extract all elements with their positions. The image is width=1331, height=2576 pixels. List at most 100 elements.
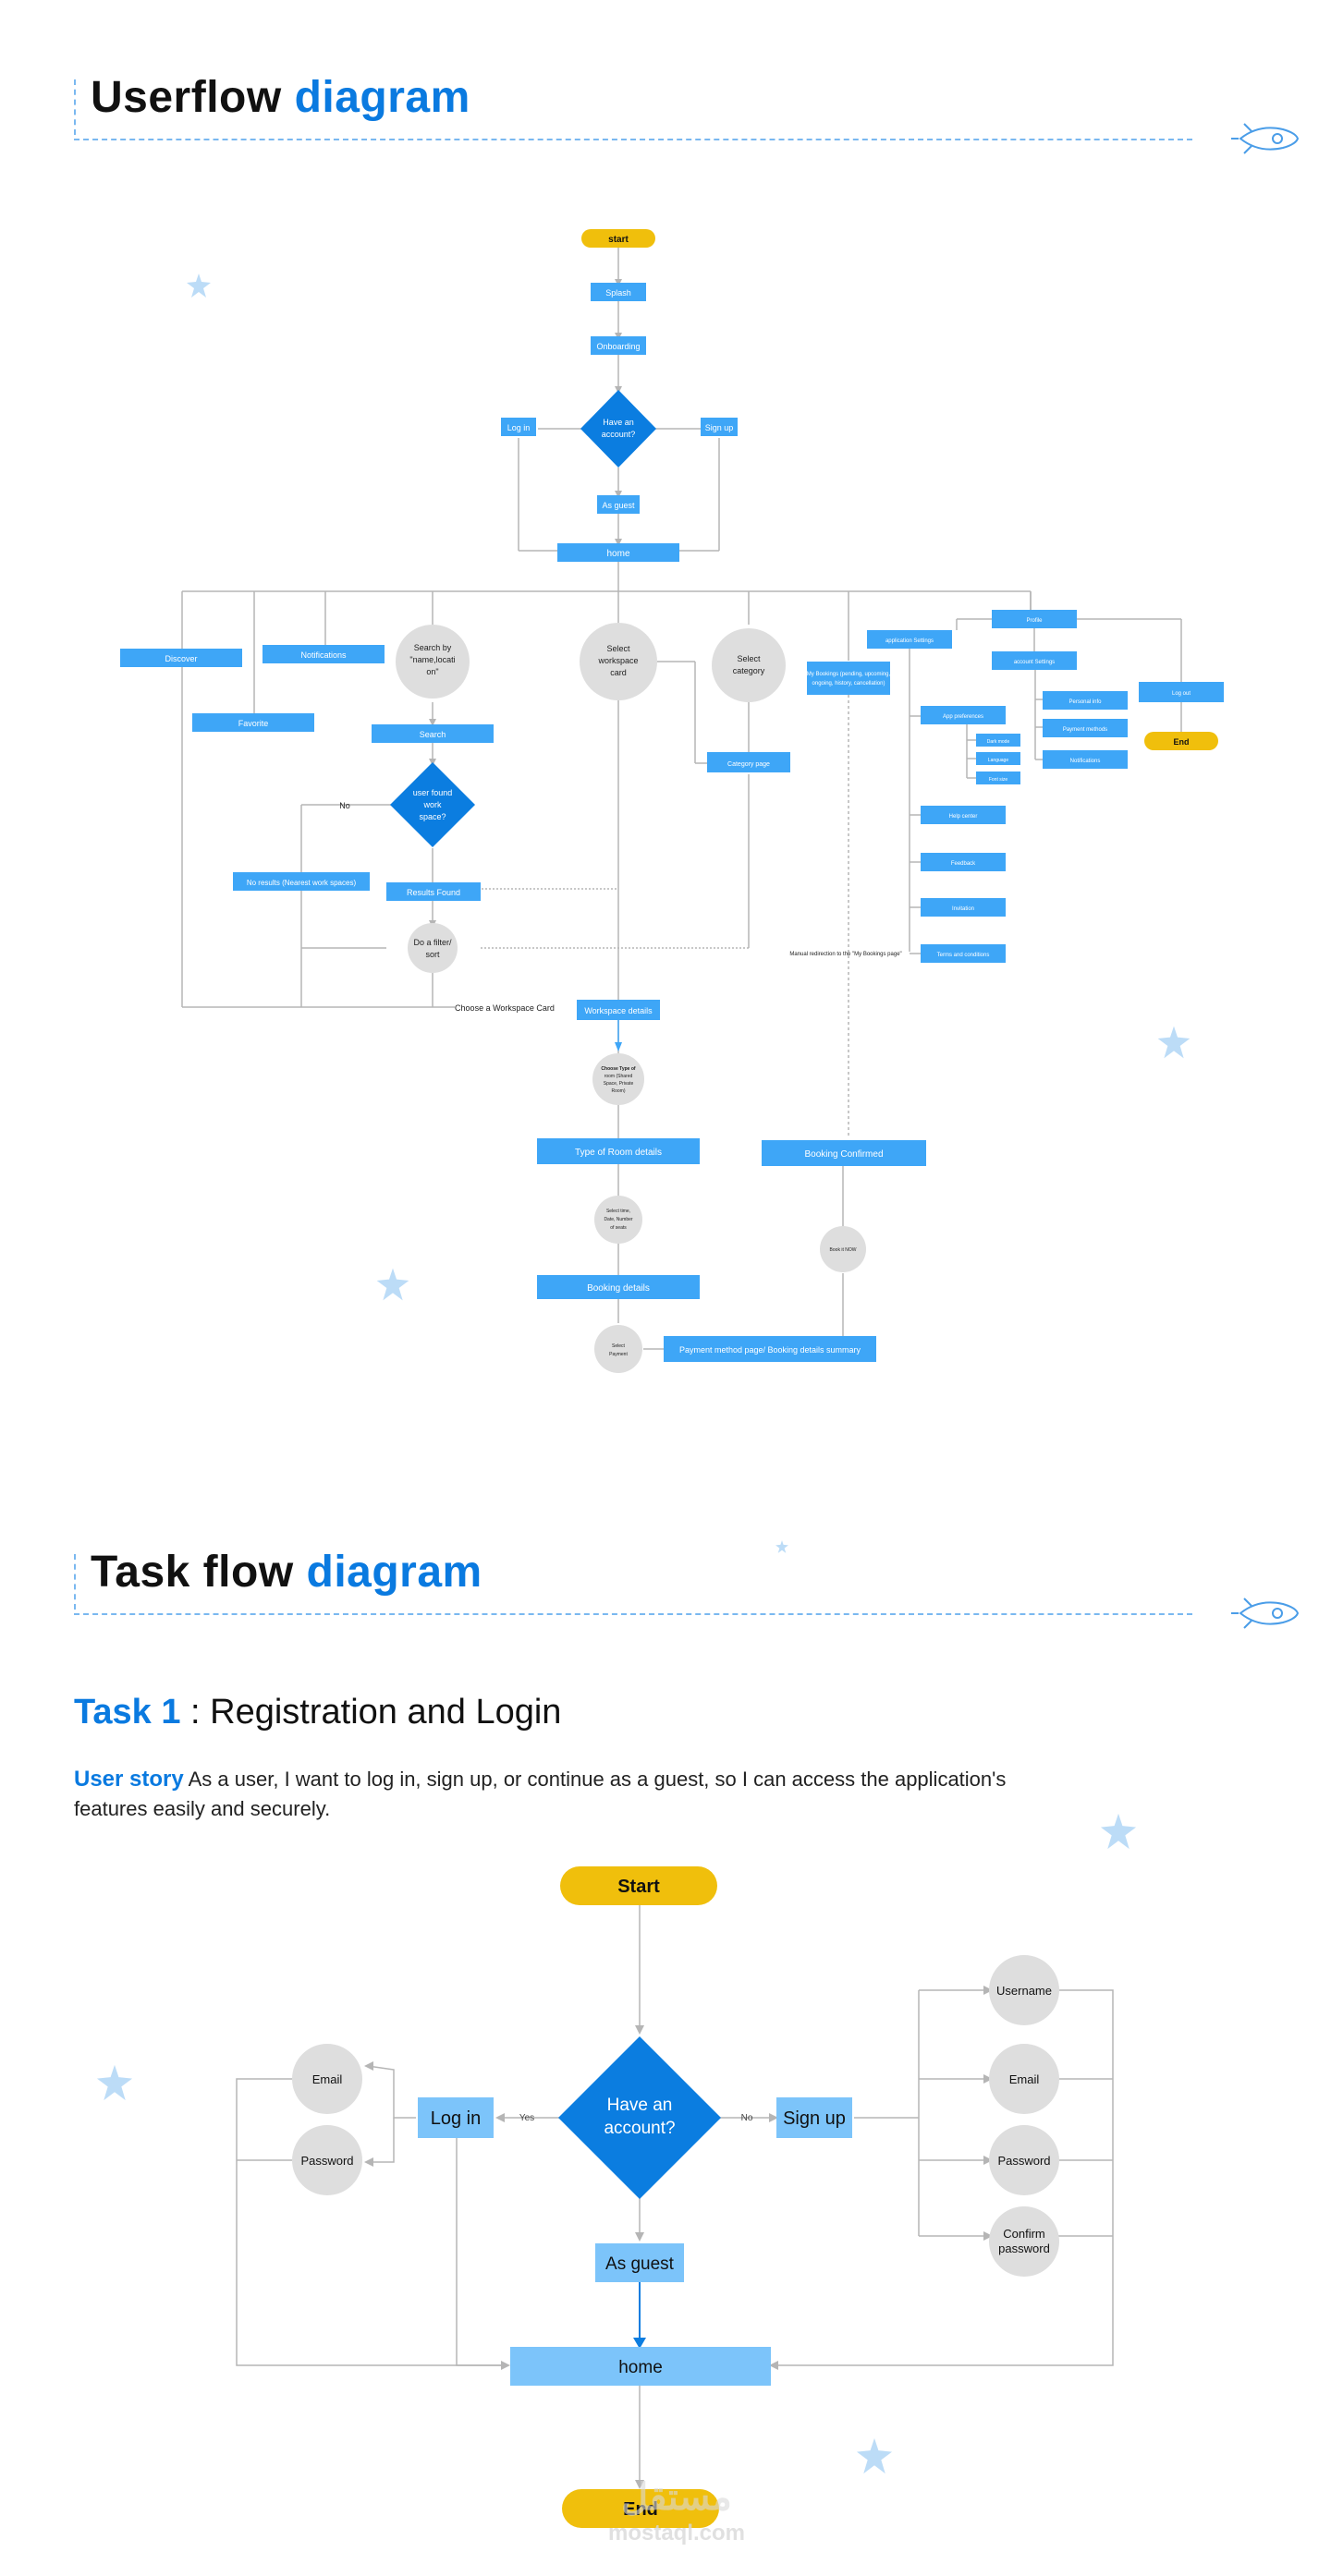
- uf-no-results-node: [233, 872, 370, 891]
- uf-feedback-node: [921, 853, 1006, 871]
- uf-invitation-label: Invitation: [952, 906, 974, 912]
- uf-home-label: home: [606, 549, 629, 559]
- uf-user-found-diamond: [390, 762, 475, 847]
- uf-account-settings-label: account Settings: [1014, 660, 1055, 665]
- uf-payment-summary-label: Payment method page/ Booking details sum…: [679, 1345, 861, 1355]
- uf-workspace-details-node: [577, 1000, 660, 1020]
- uf-favorite-node: [192, 713, 314, 732]
- uf-choose-room-line2: room (Shared: [604, 1074, 633, 1079]
- uf-select-time-circle: [594, 1196, 642, 1244]
- tf-username-label: Username: [996, 1984, 1052, 1998]
- task-name: : Registration and Login: [180, 1693, 562, 1732]
- uf-signup-node: [701, 418, 738, 436]
- uf-select-workspace-line2: workspace: [597, 656, 638, 665]
- uf-filter-line2: sort: [425, 950, 440, 959]
- user-story: User story As a user, I want to log in, …: [74, 1765, 1183, 1824]
- taskflow-diagram: Start Have an account? Yes No Log in Sig…: [236, 1866, 1114, 2528]
- tf-end-label: End: [623, 2499, 658, 2520]
- tf-guest-node: [595, 2243, 684, 2282]
- story-line1: As a user, I want to log in, sign up, or…: [183, 1768, 1007, 1791]
- uf-help-center-label: Help center: [949, 814, 978, 820]
- uf-payment-methods-node: [1043, 719, 1128, 737]
- uf-type-room-details-node: [537, 1138, 700, 1164]
- uf-font-size-node: [976, 772, 1020, 784]
- userflow-title-a: Userflow: [91, 73, 282, 122]
- uf-my-bookings-node: [807, 662, 890, 695]
- uf-my-bookings-line1: My Bookings (pending, upcoming,: [807, 672, 891, 677]
- uf-book-now-label: Book it NOW: [830, 1247, 857, 1253]
- header-tick-1: [74, 79, 78, 135]
- uf-search-by-line3: on": [426, 667, 438, 676]
- uf-filter-circle: [408, 923, 458, 973]
- uf-language-label: Language: [988, 758, 1008, 763]
- uf-select-workspace-line1: Select: [606, 644, 630, 653]
- uf-terms-label: Terms and conditions: [937, 953, 990, 958]
- star-icon: [187, 273, 211, 298]
- userflow-diagram: start Splash Onboarding Have an account?…: [120, 229, 1224, 1373]
- uf-book-now-circle: [820, 1226, 866, 1272]
- tf-email-right-label: Email: [1009, 2072, 1040, 2086]
- uf-guest-node: [597, 495, 640, 514]
- uf-onboarding-node: [591, 336, 646, 355]
- uf-have-account-line2: account?: [602, 430, 636, 439]
- uf-select-category-line2: category: [733, 666, 765, 675]
- uf-select-time-line1: Select time,: [606, 1209, 630, 1214]
- uf-choose-room-circle: [592, 1053, 644, 1105]
- uf-no-results-label: No results (Nearest work spaces): [247, 879, 357, 887]
- tf-end-node: [562, 2489, 719, 2528]
- uf-notifications-label: Notifications: [300, 650, 347, 660]
- uf-user-found-line2: work: [422, 800, 442, 809]
- tf-confirm-password-circle: [989, 2206, 1059, 2277]
- tf-password-right-label: Password: [997, 2154, 1050, 2168]
- uf-select-workspace-circle: [580, 623, 657, 700]
- uf-help-center-node: [921, 806, 1006, 824]
- uf-choose-room-line4: Room): [611, 1088, 625, 1094]
- uf-search-by-line2: "name,locati: [409, 655, 455, 664]
- uf-dark-mode-node: [976, 734, 1020, 747]
- uf-favorite-label: Favorite: [238, 719, 269, 728]
- uf-personal-info-label: Personal info: [1068, 699, 1102, 705]
- tf-have-account-diamond: [558, 2036, 721, 2199]
- uf-select-category-circle: [712, 628, 786, 702]
- uf-have-account-diamond: [580, 390, 656, 468]
- uf-start-node: [581, 229, 655, 248]
- tf-confirm-password-line1: Confirm: [1003, 2227, 1045, 2241]
- uf-search-label: Search: [420, 730, 446, 739]
- uf-search-by-line1: Search by: [414, 643, 452, 652]
- header-dash-2: [74, 1613, 1192, 1615]
- uf-choose-room-line1: Choose Type of: [601, 1066, 635, 1072]
- uf-invitation-node: [921, 898, 1006, 917]
- userflow-title-b: diagram: [294, 73, 470, 122]
- uf-search-node: [372, 724, 494, 743]
- story-line2: features easily and securely.: [74, 1797, 331, 1820]
- uf-discover-node: [120, 649, 242, 667]
- uf-booking-details-node: [537, 1275, 700, 1299]
- uf-select-payment-line2: Payment: [609, 1352, 628, 1357]
- uf-onboarding-label: Onboarding: [596, 342, 640, 351]
- uf-splash-label: Splash: [605, 288, 631, 298]
- uf-app-settings-node: [867, 630, 952, 649]
- uf-user-found-line3: space?: [419, 812, 446, 821]
- tf-password-right-circle: [989, 2125, 1059, 2195]
- tf-home-label: home: [618, 2358, 663, 2377]
- uf-signup-label: Sign up: [705, 423, 734, 432]
- tf-have-account-line1: Have an: [607, 2096, 673, 2115]
- uf-no-label: No: [339, 801, 350, 810]
- watermark-site: mostaql.com: [607, 2521, 746, 2546]
- taskflow-title-a: Task flow: [91, 1548, 294, 1597]
- story-label: User story: [74, 1767, 184, 1792]
- uf-category-page-label: Category page: [727, 761, 770, 768]
- uf-results-found-node: [386, 882, 481, 901]
- tf-email-left-label: Email: [312, 2072, 343, 2086]
- uf-language-node: [976, 752, 1020, 765]
- uf-app-preferences-node: [921, 706, 1006, 724]
- uf-select-workspace-line3: card: [610, 668, 627, 677]
- task-heading: Task 1 : Registration and Login: [74, 1693, 561, 1732]
- uf-user-found-line1: user found: [413, 788, 453, 797]
- star-icon: [1157, 1026, 1191, 1059]
- uf-have-account-line1: Have an: [603, 418, 634, 427]
- uf-splash-node: [591, 283, 646, 301]
- uf-personal-info-node: [1043, 691, 1128, 710]
- uf-select-time-line2: Date, Number: [604, 1217, 632, 1222]
- header-tick-2: [74, 1554, 78, 1610]
